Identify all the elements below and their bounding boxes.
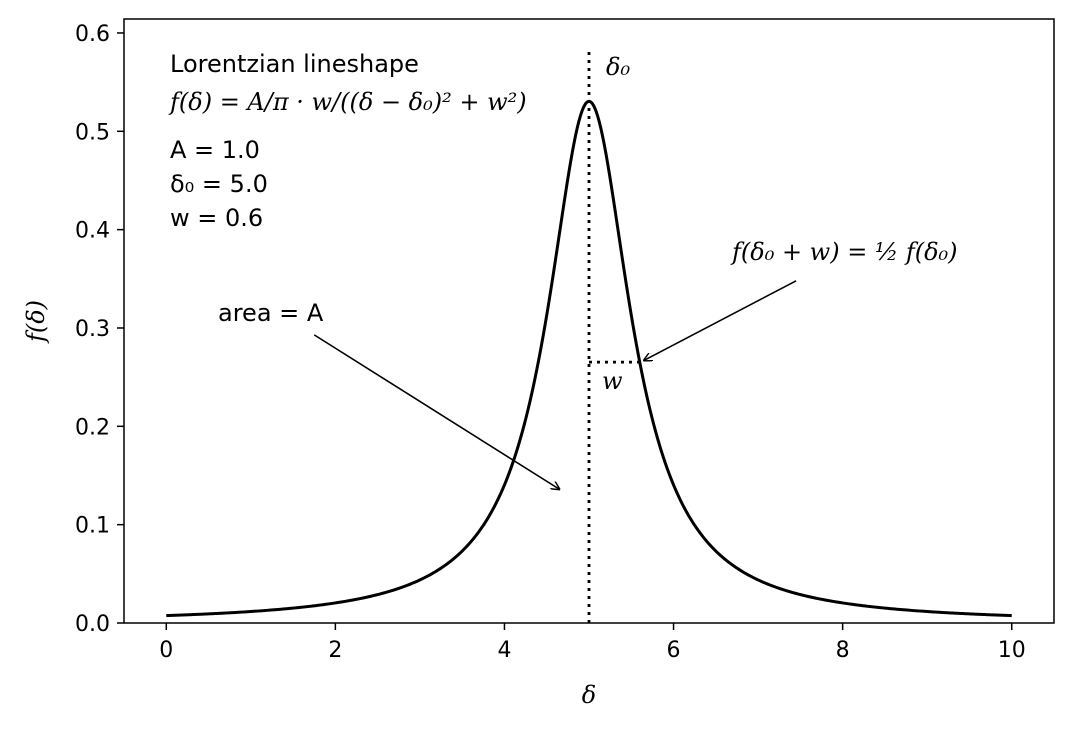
x-axis-label: δ <box>582 681 596 709</box>
param-w-text: w = 0.6 <box>170 204 263 232</box>
param-a-text: A = 1.0 <box>170 136 260 164</box>
y-tick-label: 0.1 <box>75 514 110 539</box>
y-tick-label: 0.5 <box>75 120 110 145</box>
y-tick-label: 0.2 <box>75 415 110 440</box>
y-tick-label: 0.6 <box>75 22 110 47</box>
info-title: Lorentzian lineshape <box>170 50 419 78</box>
area-arrow <box>313 334 559 489</box>
half-max-label: f(δ₀ + w) = ½ f(δ₀) <box>730 238 958 266</box>
x-tick-label: 0 <box>159 638 173 663</box>
y-tick-label: 0.3 <box>75 317 110 342</box>
x-tick-label: 6 <box>667 638 681 663</box>
x-tick-label: 2 <box>328 638 342 663</box>
x-tick-label: 8 <box>836 638 850 663</box>
half-max-arrow <box>644 280 797 361</box>
w-label: w <box>602 367 623 395</box>
y-axis-ticks: 0.0 0.1 0.2 0.3 0.4 0.5 0.6 <box>75 22 124 637</box>
area-label: area = A <box>218 299 324 327</box>
delta0-label: δ₀ <box>606 53 630 81</box>
param-delta0-text: δ₀ = 5.0 <box>170 170 268 198</box>
formula-text: f(δ) = A/π · w/((δ − δ₀)² + w²) <box>168 88 527 116</box>
x-axis-ticks: 0 2 4 6 8 10 <box>159 623 1026 663</box>
y-axis-label: f(δ) <box>22 300 50 344</box>
y-tick-label: 0.4 <box>75 219 110 244</box>
x-tick-label: 4 <box>497 638 511 663</box>
y-tick-label: 0.0 <box>75 612 110 637</box>
x-tick-label: 10 <box>998 638 1026 663</box>
